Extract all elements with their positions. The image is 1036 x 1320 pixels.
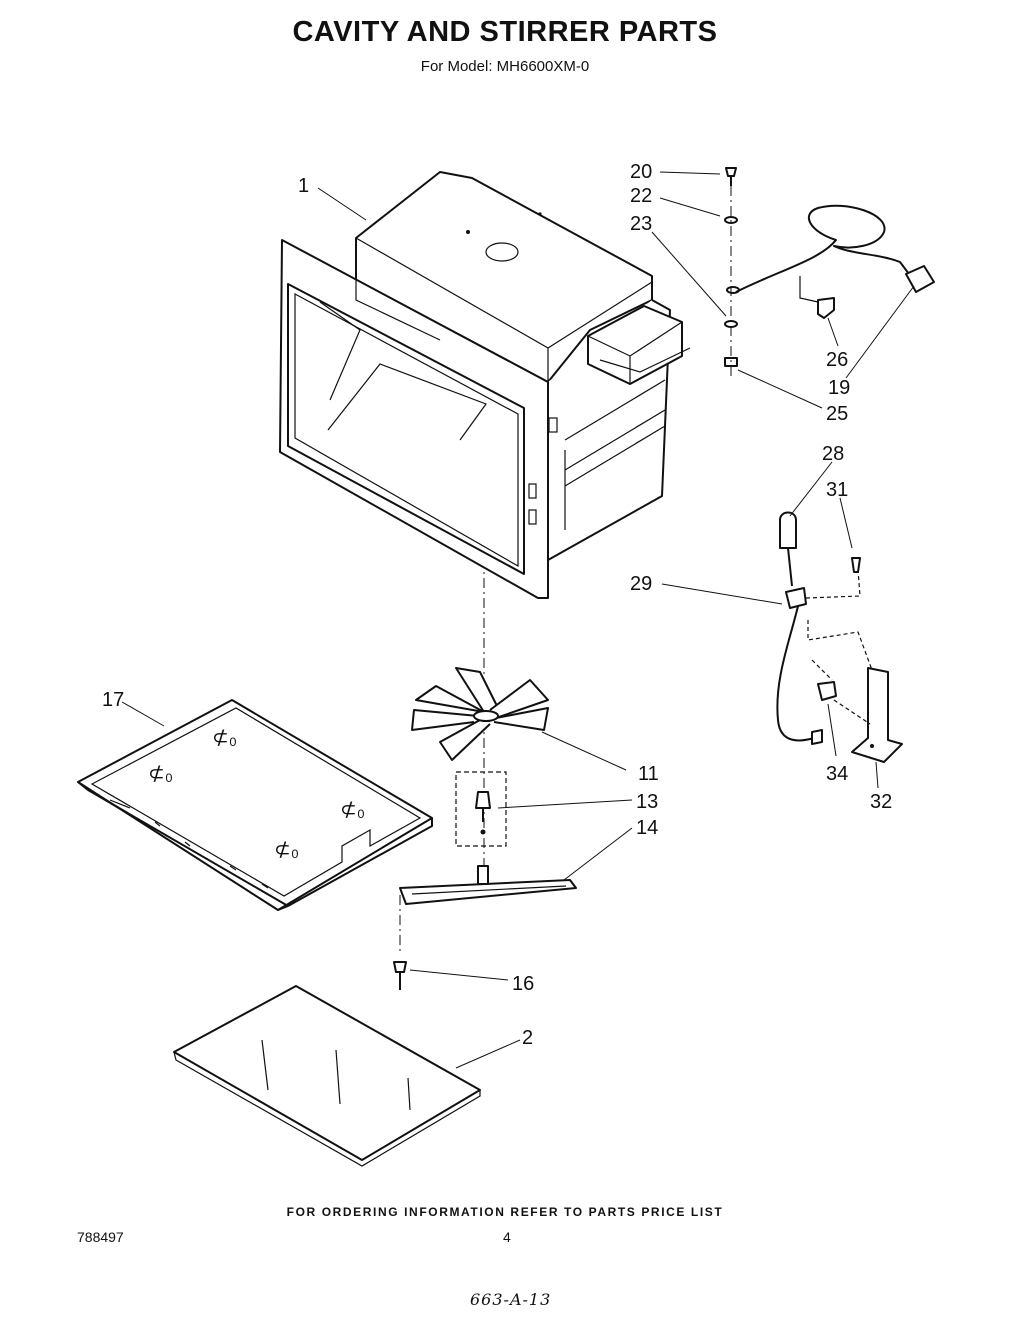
callout-25: 25 [826,403,848,425]
part-glass-tray [173,985,481,1167]
callout-34: 34 [826,763,848,785]
model-subtitle: For Model: MH6600XM-0 [420,58,590,75]
svg-text:⊄₀: ⊄₀ [340,799,365,821]
part-cord-clamp [799,276,835,319]
page-title: CAVITY AND STIRRER PARTS [292,16,718,48]
part-cavity [279,171,691,599]
svg-text:⊄₀: ⊄₀ [212,727,237,749]
ordering-note: FOR ORDERING INFORMATION REFER TO PARTS … [286,1205,724,1219]
handwritten-note: 663-A-13 [470,1290,552,1309]
callout-leaders [121,171,915,1069]
page-number: 4 [503,1229,511,1245]
callout-16: 16 [512,973,534,995]
part-stirrer-fan [411,667,549,761]
callout-19: 19 [828,377,850,399]
callout-14: 14 [636,817,658,839]
part-stirrer-shaft [399,865,577,905]
svg-text:⊄₀: ⊄₀ [148,763,173,785]
part-fasteners-stack [724,167,740,380]
document-number: 788497 [77,1229,124,1245]
part-lamp-assembly [776,511,903,763]
callout-labels: 1 2 11 13 14 16 17 19 20 22 23 25 26 28 … [102,161,892,1049]
part-stirrer-cover [455,771,507,847]
callout-1: 1 [298,175,309,197]
callout-11: 11 [638,763,659,785]
callout-2: 2 [522,1027,533,1049]
callout-20: 20 [630,161,652,183]
svg-text:⊄₀: ⊄₀ [274,839,299,861]
callout-26: 26 [826,349,848,371]
part-panel: ⊄₀ ⊄₀ ⊄₀ ⊄₀ [77,699,433,911]
callout-29: 29 [630,573,652,595]
callout-22: 22 [630,185,652,207]
callout-13: 13 [636,791,658,813]
callout-17: 17 [102,689,124,711]
part-pin [393,961,407,990]
callout-31: 31 [826,479,848,501]
part-power-cord [735,204,935,293]
callout-28: 28 [822,443,844,465]
callout-32: 32 [870,791,892,813]
callout-23: 23 [630,213,652,235]
